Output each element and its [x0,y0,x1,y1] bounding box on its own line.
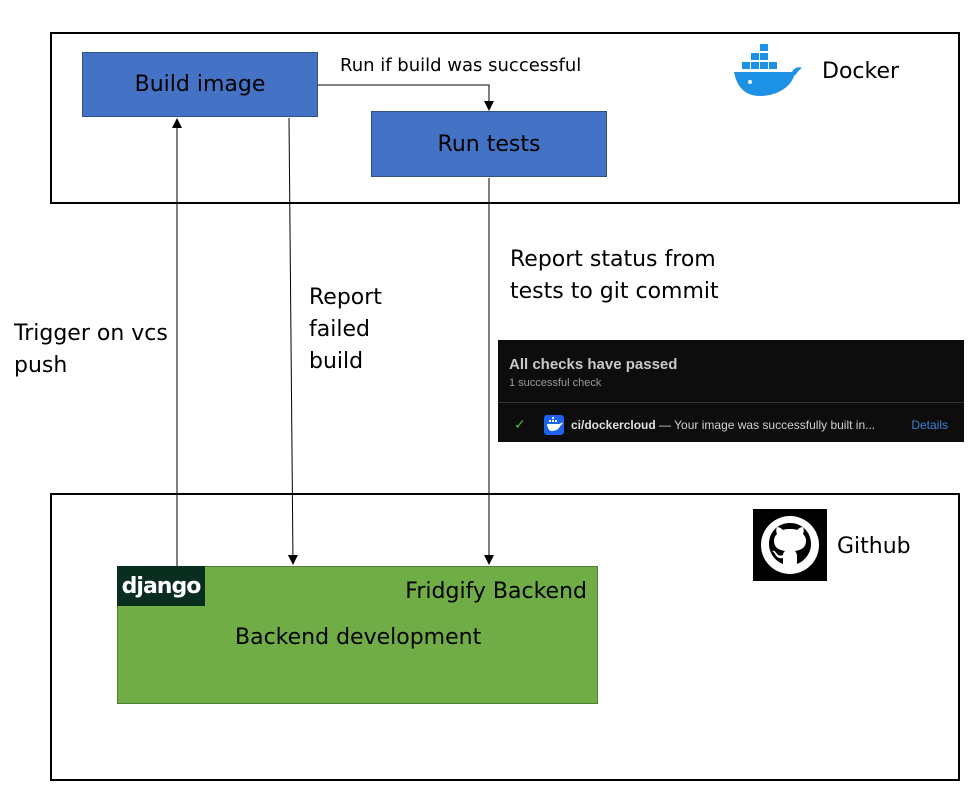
report-failed-line-2: failed [309,317,370,342]
github-octocat-icon [753,509,827,581]
arrow-report-failed [287,117,298,565]
trigger-on-push-label: Trigger on vcs push [14,318,168,382]
report-failed-line-1: Report [309,285,382,310]
report-status-label: Report status from tests to git commit [510,244,719,308]
github-section-label: Github [837,534,911,559]
report-failed-build-label: Report failed build [309,282,382,378]
report-status-line-2: tests to git commit [510,279,719,304]
docker-check-icon [544,415,564,435]
check-message: — Your image was successfully built in..… [655,418,876,432]
backend-project-name: Fridgify Backend [405,579,587,604]
check-run-row: ci/dockercloud — Your image was successf… [571,418,875,432]
trigger-label-line-2: push [14,353,68,378]
run-tests-label: Run tests [437,131,541,157]
report-status-line-1: Report status from [510,247,716,272]
django-logo-text: django [121,573,202,599]
build-image-box: Build image [82,52,318,117]
docker-section-label: Docker [822,59,900,84]
checks-title: All checks have passed [509,356,678,373]
trigger-label-line-1: Trigger on vcs [14,321,168,346]
checks-subtitle: 1 successful check [509,377,602,389]
build-image-label: Build image [134,72,266,97]
conditional-edge-label: Run if build was successful [340,55,582,76]
django-logo: django [117,566,205,606]
docker-whale-icon [734,44,802,96]
report-failed-line-3: build [309,349,364,374]
checks-divider [498,402,964,403]
run-tests-box: Run tests [371,111,607,177]
github-checks-panel: All checks have passed 1 successful chec… [498,340,964,442]
details-link[interactable]: Details [911,418,948,432]
backend-subtitle: Backend development [235,625,482,650]
check-name: ci/dockercloud [571,418,656,432]
arrow-build-to-tests [318,84,494,111]
checkmark-icon: ✓ [514,416,526,432]
